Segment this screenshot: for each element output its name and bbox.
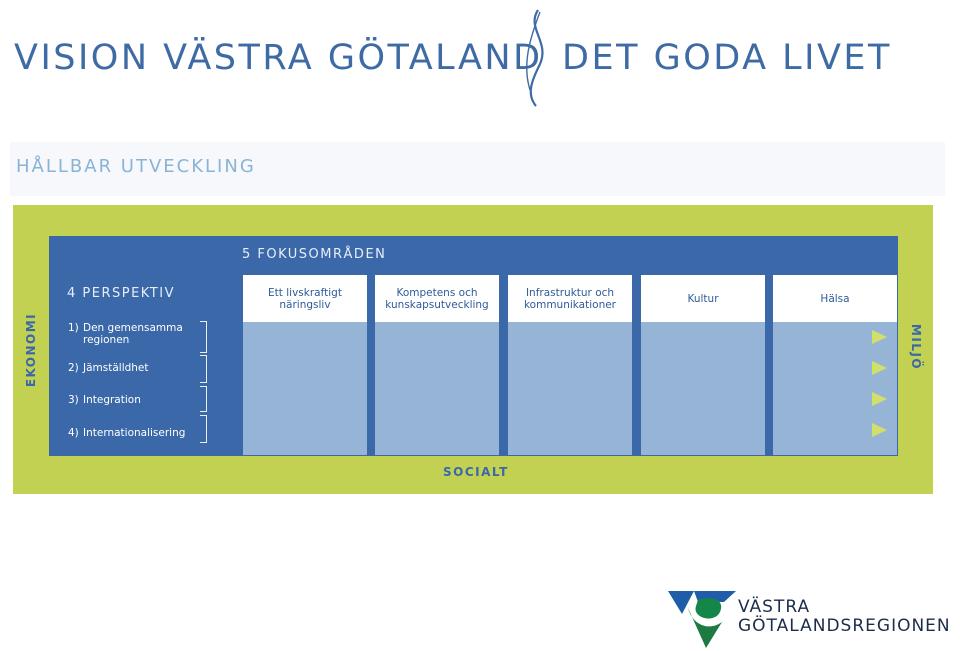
logo-line-2: GÖTALANDSREGIONEN <box>738 616 951 636</box>
focus-column: Kompetens och kunskapsutveckling <box>375 275 499 455</box>
region-logo-icon <box>668 591 736 648</box>
focus-column: Kultur <box>641 275 765 455</box>
perspective-bracket <box>200 321 207 353</box>
swirl-logo-icon <box>526 9 544 107</box>
perspective-label: Internationalisering <box>83 427 186 439</box>
focus-column-body <box>641 322 765 455</box>
perspective-label: Den gemensamma regionen <box>83 322 183 346</box>
focus-column-header: Ett livskraftigt näringsliv <box>243 275 367 322</box>
focus-column: Ett livskraftigt näringsliv <box>243 275 367 455</box>
logo-line-1: VÄSTRA <box>738 597 811 617</box>
focus-column-body <box>375 322 499 455</box>
focus-column-header: Kultur <box>641 275 765 322</box>
focus-column-header: Infrastruktur och kommunikationer <box>508 275 632 322</box>
perspective-bracket <box>200 355 207 383</box>
perspective-number: 3) <box>68 394 79 406</box>
focus-column-body <box>243 322 367 455</box>
focus-column-body <box>508 322 632 455</box>
region-logo-text: VÄSTRA GÖTALANDSREGIONEN <box>738 598 951 636</box>
focus-column: Infrastruktur och kommunikationer <box>508 275 632 455</box>
frame-label-bottom: SOCIALT <box>443 465 509 479</box>
perspective-bracket <box>200 415 207 443</box>
perspective-item: 1) Den gemensamma regionen <box>68 322 193 346</box>
perspective-number: 2) <box>68 362 79 374</box>
header-title-right: DET GODA LIVET <box>562 38 892 78</box>
perspective-item: 3) Integration <box>68 394 141 406</box>
subtitle-band <box>10 142 945 196</box>
focus-column-header: Hälsa <box>773 275 897 322</box>
perspective-arrow <box>207 361 887 375</box>
perspective-label: Jämställdhet <box>83 362 149 374</box>
perspective-arrow <box>207 423 887 437</box>
perspective-number: 1) <box>68 322 79 334</box>
perspectives-title: 4 PERSPEKTIV <box>67 286 175 301</box>
focus-areas-title: 5 FOKUSOMRÅDEN <box>242 247 387 262</box>
perspective-bracket <box>200 386 207 412</box>
perspective-label: Integration <box>83 394 141 406</box>
perspective-item: 2) Jämställdhet <box>68 362 149 374</box>
focus-column-header: Kompetens och kunskapsutveckling <box>375 275 499 322</box>
header-title-left: VISION VÄSTRA GÖTALAND <box>14 38 543 78</box>
perspective-arrow <box>207 330 887 344</box>
perspective-number: 4) <box>68 427 79 439</box>
perspective-arrow <box>207 392 887 406</box>
subtitle: HÅLLBAR UTVECKLING <box>16 156 256 177</box>
perspective-item: 4) Internationalisering <box>68 427 185 439</box>
